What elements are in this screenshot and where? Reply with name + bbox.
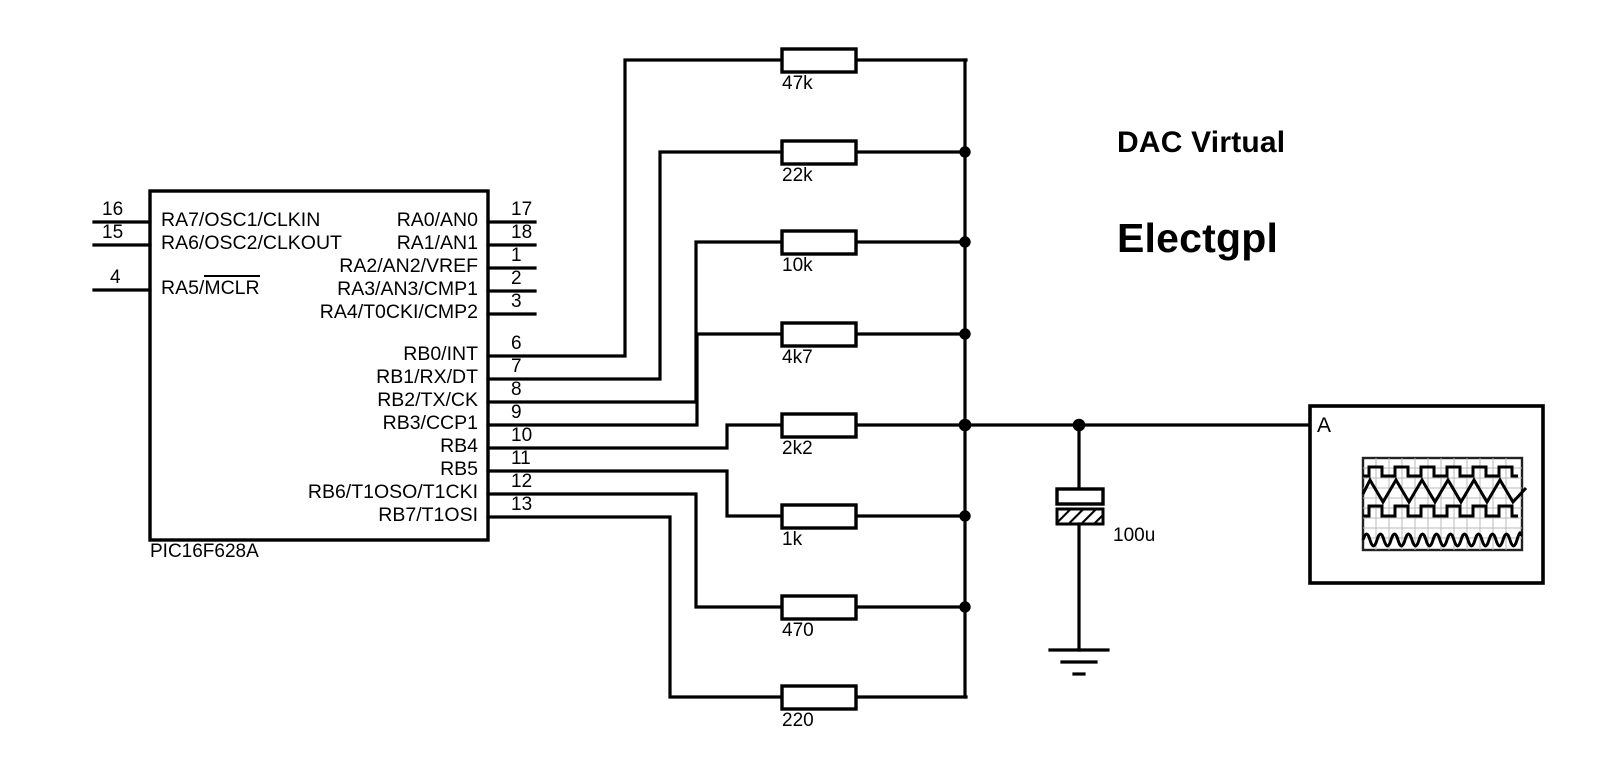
pin-number-2: 2 xyxy=(511,268,522,289)
cap-plate-top xyxy=(1055,487,1105,506)
pin-number-12: 12 xyxy=(511,471,533,492)
pin-number-4: 4 xyxy=(110,267,121,288)
junction-dot-10k xyxy=(959,236,971,248)
pin-number-7: 7 xyxy=(511,356,522,377)
resistor-body-2k2 xyxy=(780,412,858,439)
annotation-title-primary: DAC Virtual xyxy=(1117,126,1286,159)
pin-number-18: 18 xyxy=(511,222,533,243)
pin-number-1: 1 xyxy=(511,245,522,266)
scope-trace-square-2 xyxy=(1363,504,1518,518)
pin-name-rb5: RB5 xyxy=(440,458,478,480)
net-rb5-to-r1k xyxy=(486,469,784,518)
resistor-label-2k2: 2k2 xyxy=(782,438,813,459)
pin-name-ra7: RA7/OSC1/CLKIN xyxy=(161,209,321,231)
resistor-body-470 xyxy=(780,594,858,621)
mcu-body-outline xyxy=(148,189,490,542)
scope-trace-square-1 xyxy=(1363,465,1518,478)
pin-name-rb0: RB0/INT xyxy=(403,343,478,365)
net-rb6-to-r470 xyxy=(486,492,784,609)
capacitor-label-100u: 100u xyxy=(1113,525,1156,546)
resistor-label-470: 470 xyxy=(782,620,814,641)
resistor-label-220: 220 xyxy=(782,710,814,731)
pin-name-ra3: RA3/AN3/CMP1 xyxy=(337,278,478,300)
pin-name-rb2: RB2/TX/CK xyxy=(377,389,478,411)
oscilloscope-screen xyxy=(1361,456,1528,552)
scope-trace-triangle xyxy=(1361,476,1528,505)
pin-number-10: 10 xyxy=(511,425,533,446)
net-rb4-to-r2k2 xyxy=(486,423,784,450)
net-rb2-to-r10k xyxy=(486,240,784,404)
pin-name-rb7: RB7/T1OSI xyxy=(378,504,478,526)
resistor-body-220 xyxy=(780,684,858,711)
pin-name-ra4: RA4/T0CKI/CMP2 xyxy=(319,301,478,323)
junction-dot-470 xyxy=(959,601,971,613)
resistor-label-22k: 22k xyxy=(782,165,813,186)
annotation-title-secondary: Electgpl xyxy=(1117,215,1279,261)
pin-name-rb1: RB1/RX/DT xyxy=(376,366,478,388)
pin-name-ra1: RA1/AN1 xyxy=(396,232,478,254)
pin-number-17: 17 xyxy=(511,199,533,220)
net-rb3-to-r4k7 xyxy=(486,332,784,427)
resistor-label-1k: 1k xyxy=(782,529,803,550)
pin-name-ra5-mclr: RA5/MCLR xyxy=(161,275,260,299)
pin-name-rb6: RB6/T1OSO/T1CKI xyxy=(307,481,478,503)
junction-dot-1k xyxy=(959,510,971,522)
pin-name-ra5-prefix: RA5/ xyxy=(161,277,205,299)
pin-name-ra6: RA6/OSC2/CLKOUT xyxy=(161,232,342,254)
net-rb1-to-r22k xyxy=(486,150,784,381)
pin-name-ra0: RA0/AN0 xyxy=(396,209,478,231)
scope-trace-sine xyxy=(1361,531,1523,548)
junction-dot-4k7 xyxy=(959,328,971,340)
resistor-body-1k xyxy=(780,503,858,530)
pin-number-6: 6 xyxy=(511,333,522,354)
resistor-body-47k xyxy=(780,47,858,74)
pin-number-11: 11 xyxy=(511,448,531,469)
resistor-body-22k xyxy=(780,139,858,166)
resistor-label-10k: 10k xyxy=(782,255,813,276)
pin-number-16: 16 xyxy=(102,199,124,220)
pin-number-8: 8 xyxy=(511,379,522,400)
net-rb7-to-r220 xyxy=(486,515,784,699)
junction-dot-22k xyxy=(959,146,971,158)
pin-name-ra2: RA2/AN2/VREF xyxy=(339,255,478,277)
mcu-part-label: PIC16F628A xyxy=(150,541,259,562)
pin-name-rb4: RB4 xyxy=(440,435,478,457)
cap-plate-bottom xyxy=(1055,507,1105,526)
net-rb0-to-r47k xyxy=(486,58,784,358)
pin-name-mclr-overbar: MCLR xyxy=(204,275,260,299)
pin-number-13: 13 xyxy=(511,494,533,515)
resistor-label-4k7: 4k7 xyxy=(782,347,813,368)
pin-name-rb3: RB3/CCP1 xyxy=(382,412,478,434)
oscilloscope-channel-label: A xyxy=(1317,414,1332,437)
pin-number-9: 9 xyxy=(511,402,522,423)
resistor-label-47k: 47k xyxy=(782,73,813,94)
resistor-body-4k7 xyxy=(780,321,858,348)
resistor-body-10k xyxy=(780,229,858,256)
pin-number-3: 3 xyxy=(511,291,522,312)
pin-number-15: 15 xyxy=(102,222,124,243)
